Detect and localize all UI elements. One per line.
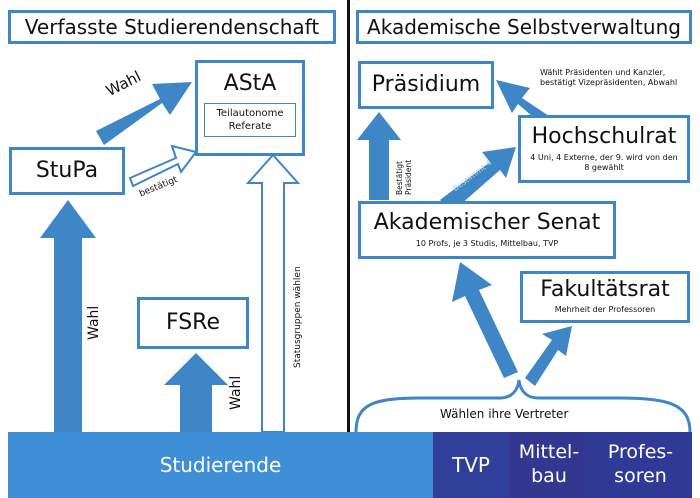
tvp-bar: TVP — [433, 432, 509, 498]
teilautonome-referate-box: Teilautonome Referate — [204, 103, 296, 137]
waehlt-praesidenten-label: Wählt Präsidenten und Kanzler, bestätigt… — [540, 68, 678, 88]
mittelbau-bar: Mittel- bau — [509, 432, 589, 498]
bestaetigt-arrow — [128, 144, 198, 188]
fsre-title: FSRe — [165, 310, 221, 335]
teilautonome-referate-text: Teilautonome Referate — [216, 108, 284, 132]
asta-box: AStA Teilautonome Referate — [195, 60, 305, 156]
wahl-stupa-arrow — [40, 200, 96, 432]
professoren-label: Profes- soren — [607, 441, 674, 487]
asta-title: AStA — [223, 71, 277, 96]
right-header-text: Akademische Selbstverwaltung — [367, 15, 681, 39]
senat-sub: 10 Profs, je 3 Studis, Mittelbau, TVP — [415, 238, 559, 248]
waehlen-vertreter-label: Wählen ihre Vertreter — [440, 407, 569, 421]
studierende-label: Studierende — [159, 453, 282, 477]
fakultaetsrat-sub: Mehrheit der Professoren — [554, 305, 656, 314]
hochschulrat-box: Hochschulrat 4 Uni, 4 Externe, der 9. wi… — [518, 115, 690, 183]
fakultaetsrat-title: Fakultätsrat — [540, 277, 670, 302]
tvp-label: TVP — [452, 453, 490, 477]
vertreter-brace — [354, 379, 692, 433]
senat-title: Akademischer Senat — [373, 209, 601, 235]
statusgruppen-label: Statusgruppen wählen — [293, 266, 303, 368]
section-divider — [347, 0, 350, 432]
bestaetigt-praesident-label: Bestätigt Präsident — [395, 159, 413, 195]
stupa-box: StuPa — [9, 147, 125, 195]
stupa-title: StuPa — [35, 158, 99, 183]
verfasste-studierendenschaft-header: Verfasste Studierendenschaft — [8, 10, 336, 44]
praesidium-title: Präsidium — [371, 72, 481, 97]
bestaetigt-praesident-arrow — [357, 112, 401, 200]
wahl-asta-arrow — [96, 82, 192, 145]
mittelbau-label: Mittel- bau — [518, 441, 580, 487]
akademische-selbstverwaltung-header: Akademische Selbstverwaltung — [356, 10, 692, 44]
hochschulrat-sub: 4 Uni, 4 Externe, der 9. wird von den 8 … — [530, 152, 678, 172]
statusgruppen-arrow — [245, 153, 301, 433]
wahl-fsre-arrow — [164, 353, 228, 432]
hochschulrat-title: Hochschulrat — [531, 123, 677, 149]
fsre-box: FSRe — [137, 297, 249, 349]
wahl-fsre-label: Wahl — [228, 375, 244, 410]
bestimmt-arrow — [440, 147, 516, 212]
vertreter-senat-arrow — [452, 262, 518, 378]
studierende-bar: Studierende — [8, 432, 433, 498]
vertreter-fakultaetsrat-arrow — [525, 326, 572, 386]
akademischer-senat-box: Akademischer Senat 10 Profs, je 3 Studis… — [358, 201, 616, 259]
fakultaetsrat-box: Fakultätsrat Mehrheit der Professoren — [520, 271, 690, 323]
professoren-bar: Profes- soren — [589, 432, 692, 498]
left-header-text: Verfasste Studierendenschaft — [24, 15, 320, 39]
praesidium-box: Präsidium — [358, 61, 494, 109]
wahl-stupa-label: Wahl — [86, 305, 102, 340]
